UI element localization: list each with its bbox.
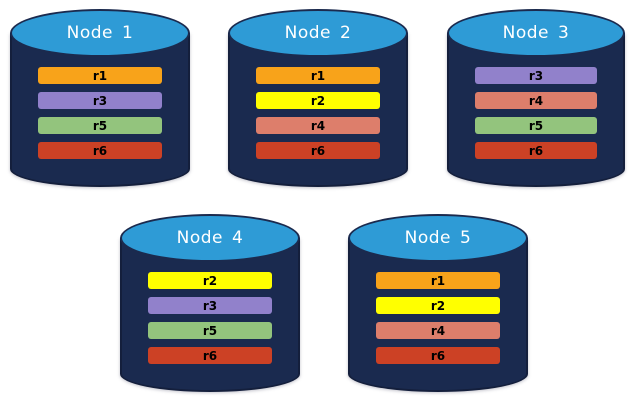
replica-label: r3 (528, 68, 544, 83)
node-label-name: Node (284, 23, 332, 43)
replica-bar-r6[interactable]: r6 (37, 142, 163, 159)
node-body (447, 33, 625, 187)
database-node-1[interactable]: Node 1 r1 r3 r5 r6 (10, 9, 190, 187)
replica-label: r4 (430, 323, 446, 338)
node-top-disc: Node 2 (228, 9, 408, 57)
replica-bar-r1[interactable]: r1 (375, 272, 501, 289)
replica-bar-r4[interactable]: r4 (474, 92, 598, 109)
replica-bar-r2[interactable]: r2 (147, 272, 273, 289)
node-label: Node 3 (503, 23, 570, 43)
node-label: Node 1 (67, 23, 134, 43)
replica-label: r1 (430, 273, 446, 288)
node-label-name: Node (502, 23, 550, 43)
replica-list: r2 r3 r5 r6 (120, 272, 300, 364)
replica-bar-r1[interactable]: r1 (255, 67, 381, 84)
node-label-number: 2 (340, 23, 352, 43)
node-top-disc: Node 1 (10, 9, 190, 57)
replica-label: r2 (430, 298, 446, 313)
replica-label: r4 (528, 93, 544, 108)
node-body (228, 33, 408, 187)
node-label-number: 3 (558, 23, 570, 43)
replica-bar-r4[interactable]: r4 (375, 322, 501, 339)
replica-label: r6 (202, 348, 218, 363)
database-node-4[interactable]: Node 4 r2 r3 r5 r6 (120, 214, 300, 392)
replica-bar-r1[interactable]: r1 (37, 67, 163, 84)
node-label-number: 1 (122, 23, 134, 43)
node-label-name: Node (66, 23, 114, 43)
replica-label: r6 (430, 348, 446, 363)
node-label: Node 5 (405, 228, 472, 248)
replica-bar-r3[interactable]: r3 (474, 67, 598, 84)
node-body (120, 238, 300, 392)
replica-bar-r5[interactable]: r5 (474, 117, 598, 134)
database-node-2[interactable]: Node 2 r1 r2 r4 r6 (228, 9, 408, 187)
node-body (348, 238, 528, 392)
replica-list: r1 r3 r5 r6 (10, 67, 190, 159)
replica-label: r6 (528, 143, 544, 158)
replica-list: r3 r4 r5 r6 (447, 67, 625, 159)
node-top-disc: Node 3 (447, 9, 625, 57)
replica-label: r3 (202, 298, 218, 313)
replica-label: r1 (92, 68, 108, 83)
replica-bar-r6[interactable]: r6 (474, 142, 598, 159)
replica-label: r2 (310, 93, 326, 108)
node-label: Node 4 (177, 228, 244, 248)
replica-label: r3 (92, 93, 108, 108)
replica-label: r5 (528, 118, 544, 133)
replica-bar-r3[interactable]: r3 (147, 297, 273, 314)
replica-bar-r2[interactable]: r2 (375, 297, 501, 314)
replica-label: r4 (310, 118, 326, 133)
node-top-disc: Node 5 (348, 214, 528, 262)
replica-bar-r3[interactable]: r3 (37, 92, 163, 109)
node-label-name: Node (404, 228, 452, 248)
replica-label: r6 (310, 143, 326, 158)
node-label-name: Node (176, 228, 224, 248)
node-label-number: 5 (460, 228, 472, 248)
node-top-disc: Node 4 (120, 214, 300, 262)
replica-bar-r6[interactable]: r6 (147, 347, 273, 364)
node-label: Node 2 (285, 23, 352, 43)
replica-list: r1 r2 r4 r6 (228, 67, 408, 159)
replica-label: r2 (202, 273, 218, 288)
replica-list: r1 r2 r4 r6 (348, 272, 528, 364)
replica-bar-r5[interactable]: r5 (37, 117, 163, 134)
node-label-number: 4 (232, 228, 244, 248)
database-node-5[interactable]: Node 5 r1 r2 r4 r6 (348, 214, 528, 392)
replica-bar-r5[interactable]: r5 (147, 322, 273, 339)
replica-bar-r6[interactable]: r6 (375, 347, 501, 364)
replica-bar-r2[interactable]: r2 (255, 92, 381, 109)
database-node-3[interactable]: Node 3 r3 r4 r5 r6 (447, 9, 625, 187)
replica-label: r5 (92, 118, 108, 133)
replica-label: r5 (202, 323, 218, 338)
replica-bar-r6[interactable]: r6 (255, 142, 381, 159)
replica-bar-r4[interactable]: r4 (255, 117, 381, 134)
replica-label: r1 (310, 68, 326, 83)
replica-label: r6 (92, 143, 108, 158)
